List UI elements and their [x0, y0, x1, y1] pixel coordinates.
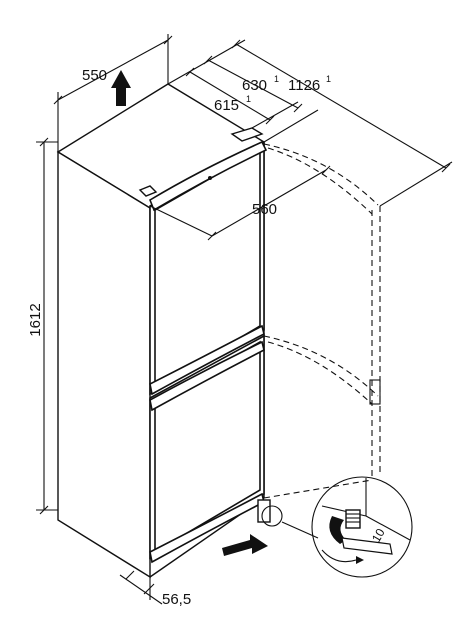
right-arrow-icon [222, 534, 268, 556]
plinth-dimension: 56,5 [119, 570, 191, 608]
upper-door [149, 140, 268, 396]
adjustable-foot [345, 509, 361, 529]
depth-with-handle-note: 1 [274, 74, 279, 84]
wrench-size-label: 10 [369, 526, 388, 545]
height-dimension: 1612 [27, 137, 58, 515]
upper-door-handle [149, 324, 265, 396]
upper-door-swing-arc-2 [267, 147, 373, 215]
foot-detail-circle [261, 505, 283, 527]
plinth [257, 499, 283, 527]
lower-door-swing-arc-2 [267, 341, 373, 405]
top-hinge [230, 127, 264, 142]
top-hinge-rear [138, 185, 158, 197]
lower-door [149, 334, 265, 564]
rotate-arrow-icon [321, 549, 364, 564]
door-swing-dimension: 560 [149, 165, 331, 241]
door-swing-outline [263, 143, 381, 499]
detail-circle [311, 476, 413, 578]
upper-door-swing-arc [263, 143, 379, 206]
upper-door-top-trim [149, 140, 268, 212]
lower-door-top-handle [149, 340, 265, 412]
door-swing-label: 560 [252, 201, 277, 218]
door-indicator-dot [208, 176, 212, 180]
plinth-offset-label: 56,5 [162, 591, 191, 608]
front-foot [257, 499, 271, 523]
cabinet-side [57, 150, 151, 579]
depth-label: 615 [214, 97, 239, 114]
lower-door-swing-arc [263, 335, 379, 397]
width-dimension: 550 [53, 34, 173, 152]
open-door-hinge [369, 379, 381, 405]
depth-dimensions: 615 1 630 1 1126 1 [167, 39, 453, 207]
width-label: 550 [82, 67, 107, 84]
depth-with-handle-label: 630 [242, 77, 267, 94]
height-label: 1612 [27, 303, 44, 336]
up-arrow-icon [111, 70, 131, 106]
open-door-bottom-line [263, 479, 373, 499]
depth-note: 1 [246, 94, 251, 104]
wrench-icon [329, 516, 393, 555]
door-open-depth-note: 1 [326, 74, 331, 84]
door-open-depth-label: 1126 [288, 77, 320, 94]
foot-detail: 10 [281, 476, 413, 578]
